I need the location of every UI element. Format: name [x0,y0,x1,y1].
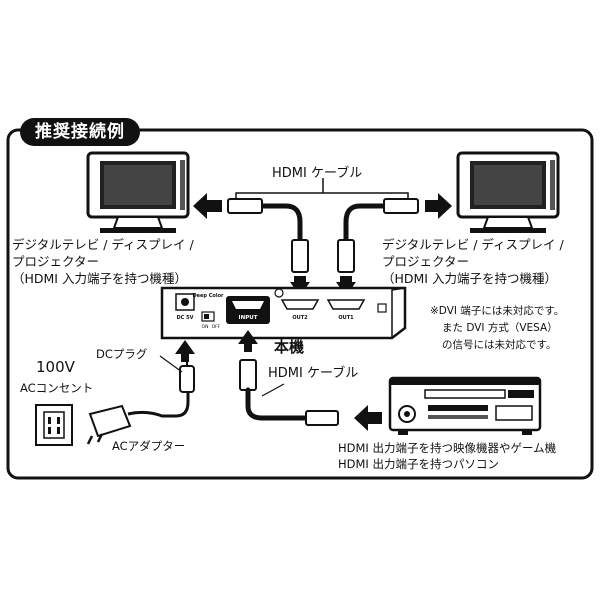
label-on: ON [202,324,209,330]
hdmi-plug [291,239,309,273]
tv-left-line2: プロジェクター [12,254,100,269]
tv-right-icon [456,151,560,233]
dc-plug-label: DCプラグ [96,347,148,361]
arrow-from-source [354,405,382,431]
label-deep-color: Deep Color [193,293,225,299]
cable-label-bracket [235,192,409,199]
main-unit-label: 本機 [274,338,305,356]
note-line2: また DVI 方式（VESA） [442,322,558,334]
arrow-to-left-tv [193,193,222,219]
tv-left-icon [86,151,190,233]
tv-left-label: デジタルテレビ / ディスプレイ / プロジェクター （HDMI 入力端子を持つ… [12,236,194,287]
diagram-title: 推奨接続例 [20,118,140,146]
ac-adapter-icon [86,390,190,445]
cable-label-pointer [261,383,285,397]
hdmi-cable-top-icon [259,203,387,243]
tv-right-line3: （HDMI 入力端子を持つ機種） [382,271,557,286]
label-dc5v: DC 5V [177,315,194,321]
arrow-into-out1 [336,276,356,296]
tv-right-label: デジタルテレビ / ディスプレイ / プロジェクター （HDMI 入力端子を持つ… [382,236,564,287]
label-input: INPUT [239,315,258,321]
arrow-into-out2 [290,276,310,296]
label-out1: OUT1 [338,315,354,321]
note-line1: ※DVI 端子には未対応です。 [430,305,565,317]
arrow-to-right-tv [425,193,452,219]
dc-plug-pointer [159,355,183,373]
ac-outlet-icon [35,404,73,446]
tv-left-line1: デジタルテレビ / ディスプレイ / [12,237,194,252]
arrow-into-dc [175,340,195,362]
tv-right-line1: デジタルテレビ / ディスプレイ / [382,237,564,252]
tv-right-line2: プロジェクター [382,254,470,269]
label-off: OFF [212,324,221,330]
source-line1: HDMI 出力端子を持つ映像機器やゲーム機 [338,441,557,455]
dc-plug-icon [179,362,195,393]
hdmi-plug [383,198,419,214]
main-unit-icon [160,286,407,340]
source-device-label: HDMI 出力端子を持つ映像機器やゲーム機 HDMI 出力端子を持つパソコン [338,440,556,472]
av-source-device-icon [388,376,542,435]
note-line3: の信号には未対応です。 [442,339,557,351]
ac-outlet-label: ACコンセント [20,381,94,395]
hdmi-plug [337,239,355,273]
ac-adapter-label: ACアダプター [112,439,186,453]
hdmi-cable-bottom-icon [239,359,339,426]
label-out2: OUT2 [292,315,308,321]
hdmi-cable-bottom-label: HDMI ケーブル [268,366,359,381]
tv-left-line3: （HDMI 入力端子を持つ機種） [12,271,187,286]
voltage-label: 100V [36,358,75,376]
hdmi-cable-top-label: HDMI ケーブル [272,166,363,181]
arrow-into-input [238,330,258,352]
hdmi-plug [227,198,263,214]
compatibility-note: ※DVI 端子には未対応です。 また DVI 方式（VESA） の信号には未対応… [430,303,588,354]
source-line2: HDMI 出力端子を持つパソコン [338,457,499,471]
